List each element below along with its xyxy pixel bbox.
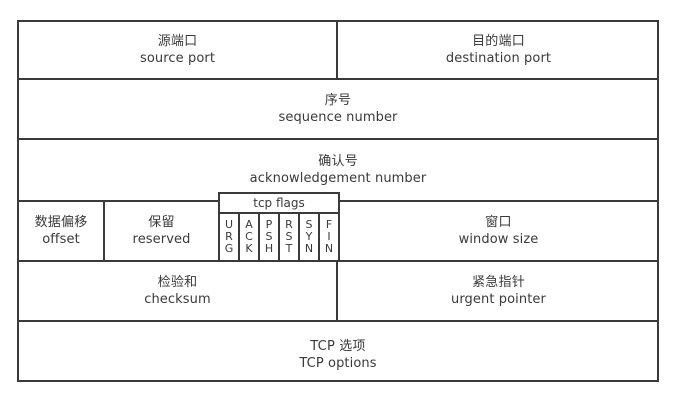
cell-sequence-number-label-en: sequence number [278,110,398,125]
flag-syn-letter-2: Y [305,230,313,244]
cell-tcp-options-label-cn: TCP 选项 [310,339,366,354]
flag-rst-letter-3: T [285,241,293,255]
flag-psh: P S H [260,214,280,260]
flag-psh-letter-2: S [265,230,273,244]
cell-window-size: 窗口 window size [340,202,657,260]
cell-checksum-label-cn: 检验和 [157,274,198,290]
flag-syn-letter-3: N [304,241,314,255]
flag-ack-letter-2: C [245,230,253,244]
flag-fin: F I N [320,214,338,260]
cell-data-offset-label-en: offset [42,232,80,247]
cell-reserved: 保留 reserved [105,202,220,260]
flag-fin-letter-3: N [324,241,334,255]
cell-tcp-options-label-en: TCP options [299,356,377,372]
flag-urg: U R G [220,214,240,260]
flag-rst: R S T [280,214,300,260]
cell-window-size-label-en: window size [458,232,539,247]
cell-urgent-pointer-label-en: urgent pointer [451,292,546,307]
row-tcp-options: TCP 选项 TCP options [19,322,657,380]
row-ports: 源端口 source port 目的端口 destination port [19,22,657,80]
flag-syn-letter-1: S [305,218,313,232]
cell-destination-port-label-en: destination port [445,51,552,66]
flag-rst-letter-2: S [285,230,293,244]
tcp-flags-title: tcp flags [220,194,338,214]
cell-data-offset: 数据偏移 offset [19,202,105,260]
cell-acknowledgement-number: 确认号 acknowledgement number [19,140,657,200]
cell-source-port-label-en: source port [139,51,216,66]
cell-tcp-options: TCP 选项 TCP options [19,322,657,380]
flag-ack-letter-3: K [245,241,253,255]
flag-fin-letter-2: I [327,230,331,244]
cell-source-port-label-cn: 源端口 [157,33,198,49]
cell-reserved-label-cn: 保留 [148,214,175,230]
cell-sequence-number-label-cn: 序号 [324,92,352,108]
tcp-flags-block: tcp flags U R G A C K P S H [218,192,340,262]
cell-destination-port-label-cn: 目的端口 [472,33,525,49]
cell-sequence-number: 序号 sequence number [19,80,657,138]
cell-urgent-pointer: 紧急指针 urgent pointer [340,262,657,320]
flag-urg-letter-1: U [224,218,234,232]
cell-acknowledgement-number-label-cn: 确认号 [318,153,358,169]
flag-urg-letter-2: R [225,230,233,244]
tcp-header-table: 源端口 source port 目的端口 destination port 序号… [17,20,659,382]
flag-ack: A C K [240,214,260,260]
row-checksum-urgent: 检验和 checksum 紧急指针 urgent pointer [19,262,657,322]
flag-urg-letter-3: G [224,241,234,255]
cell-destination-port: 目的端口 destination port [340,22,657,78]
row-sequence-number: 序号 sequence number [19,80,657,140]
cell-checksum-label-en: checksum [144,292,211,307]
cell-data-offset-label-cn: 数据偏移 [34,214,88,230]
cell-reserved-label-en: reserved [132,232,191,247]
flag-psh-letter-3: H [264,241,274,255]
cell-checksum: 检验和 checksum [19,262,338,320]
flag-rst-letter-1: R [285,218,293,232]
row-offset-reserved-flags-window: 数据偏移 offset 保留 reserved 窗口 window size t… [19,192,657,262]
cell-acknowledgement-number-label-en: acknowledgement number [249,171,427,186]
cell-window-size-label-cn: 窗口 [485,214,512,230]
tcp-flags-columns: U R G A C K P S H R [220,214,338,260]
cell-urgent-pointer-label-cn: 紧急指针 [472,274,525,290]
flag-fin-letter-1: F [325,218,333,232]
cell-source-port: 源端口 source port [19,22,338,78]
flag-psh-letter-1: P [265,218,273,232]
flag-ack-letter-1: A [245,218,253,232]
flag-syn: S Y N [300,214,320,260]
